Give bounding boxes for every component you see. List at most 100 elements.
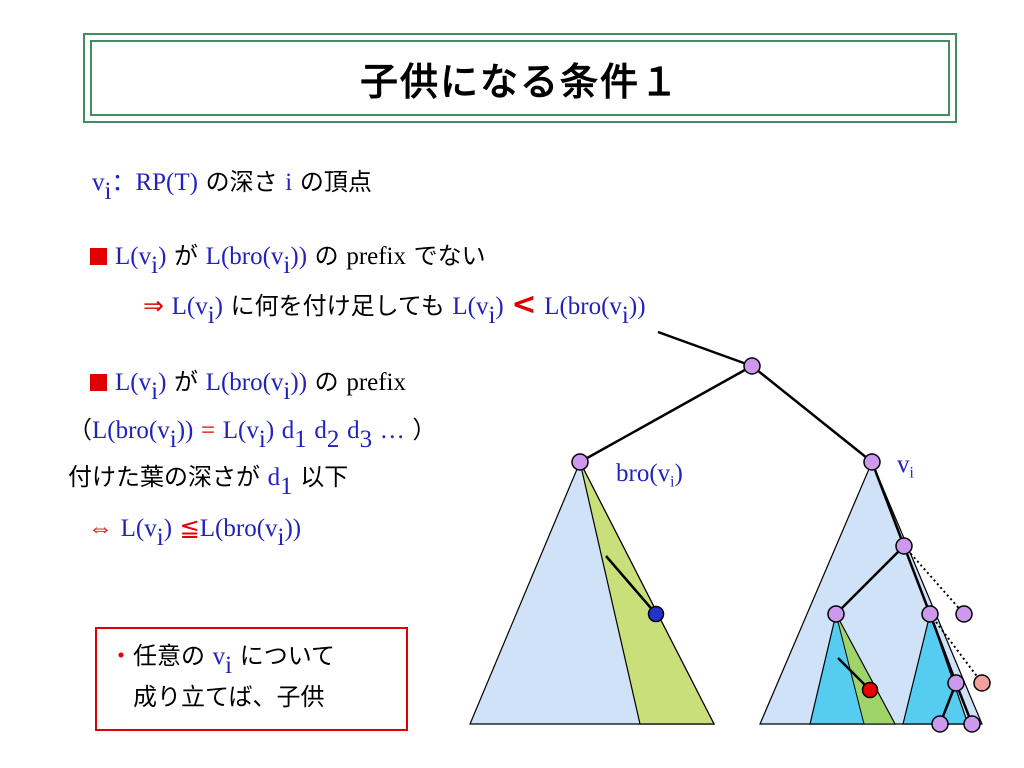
pl-d3-sub: 3 xyxy=(359,425,373,453)
root-edge-in xyxy=(657,330,753,368)
def-v-sub: i xyxy=(104,177,112,205)
def-v: v xyxy=(92,169,105,196)
node-a xyxy=(895,537,913,555)
title-frame: 子供になる条件１ xyxy=(83,33,957,123)
imp-lv-sub: i xyxy=(207,301,215,329)
note-line2-text: 成り立てば、子供 xyxy=(133,683,325,711)
edge-a-b xyxy=(835,545,905,615)
note-box: ・任意の vi について 成り立てば、子供 xyxy=(95,627,408,731)
bullet-square-icon xyxy=(90,248,107,265)
pl-lbro-close: )) xyxy=(176,417,194,444)
bro-green-wedge xyxy=(579,461,715,725)
leaf-tail: 以下 xyxy=(300,463,349,491)
imp-lbro: L(bro(v xyxy=(544,293,622,320)
implies-arrow: ⇒ xyxy=(143,293,164,320)
pl-eq: = xyxy=(201,417,216,444)
def-i: i xyxy=(285,169,293,196)
def-text2: の頂点 xyxy=(299,168,372,196)
pl-lv-sub: i xyxy=(258,425,266,453)
paren-line: （L(bro(vi)) = L(vi) d1 d2 d3 … ） xyxy=(68,414,437,452)
b2-lbro: L(bro(v xyxy=(205,369,284,396)
pl-lbro: L(bro(v xyxy=(92,417,170,444)
imp-lv: L(v xyxy=(171,293,208,320)
def-text1: の深さ xyxy=(205,168,278,196)
b2-lv: L(v xyxy=(115,369,152,396)
vi-label-sub: i xyxy=(909,464,914,482)
implication-line: ⇒ L(vi) に何を付け足しても L(vi) < L(bro(vi)) xyxy=(143,287,646,328)
leaf-line: 付けた葉の深さが d1 以下 xyxy=(68,461,349,499)
b1-denai: でない xyxy=(413,242,486,270)
b1-lbro-sub: i xyxy=(283,251,291,279)
note-bullet: ・ xyxy=(109,642,133,670)
note-line-2: 成り立てば、子供 xyxy=(109,677,406,717)
iff-line: ⇔ L(vi) ≦L(bro(vi)) xyxy=(88,512,301,550)
b1-no: の xyxy=(314,242,339,270)
edge-root-bro xyxy=(579,364,753,464)
imp-lv2-sub: i xyxy=(488,301,496,329)
paren-open: （ xyxy=(68,416,92,444)
slide-title: 子供になる条件１ xyxy=(90,40,950,116)
bro-label-sub: i xyxy=(670,473,675,491)
b2-lbro-close: )) xyxy=(290,369,308,396)
root-node xyxy=(743,357,761,375)
b1-lv-close: ) xyxy=(158,243,167,270)
note-text1: 任意の xyxy=(133,642,205,670)
node-f xyxy=(963,715,981,733)
b1-lbro-close: )) xyxy=(290,243,308,270)
bullet2-line: L(vi) が L(bro(vi)) の prefix xyxy=(90,366,407,404)
less-than-sign: < xyxy=(511,287,537,322)
b2-lbro-sub: i xyxy=(283,377,291,405)
iff-lv: L(v xyxy=(120,515,157,542)
node-d xyxy=(947,674,965,692)
imp-lv-close: ) xyxy=(214,293,223,320)
leaf-d-sub: 1 xyxy=(280,472,293,500)
iff-arrow: ⇔ xyxy=(88,515,113,542)
imp-lv2-close: ) xyxy=(495,293,504,320)
paren-end: ） xyxy=(412,416,437,444)
def-colon: ： xyxy=(111,168,136,196)
note-v-sub: i xyxy=(225,651,233,679)
edge-vi-a xyxy=(870,461,906,547)
b2-prefix: prefix xyxy=(346,369,407,396)
bro-label-close: ) xyxy=(674,460,683,487)
pl-d2: d xyxy=(314,417,327,444)
edge-a-c xyxy=(902,545,932,615)
b2-lv-close: ) xyxy=(158,369,167,396)
imp-lv2: L(v xyxy=(452,293,489,320)
note-v: v xyxy=(212,643,226,670)
definition-line: vi：RP(T) の深さ i の頂点 xyxy=(92,166,372,204)
red-leaf-node xyxy=(861,681,879,699)
imp-lbro-sub: i xyxy=(621,301,629,329)
pl-d3: d xyxy=(347,417,360,444)
dotted-node-2 xyxy=(973,674,991,692)
vi-label-text: v xyxy=(897,451,910,478)
vi-label: vi xyxy=(897,451,914,482)
edge-to-blue-leaf xyxy=(605,555,657,615)
b2-lv-sub: i xyxy=(151,377,159,405)
note-line-1: ・任意の vi について xyxy=(109,636,406,679)
bro-label: bro(vi) xyxy=(616,460,683,491)
b1-lv-sub: i xyxy=(151,251,159,279)
b1-ga: が xyxy=(174,242,199,270)
bullet-square-icon xyxy=(90,374,107,391)
bullet1-line: L(vi) が L(bro(vi)) の prefix でない xyxy=(90,240,486,278)
note-text2: について xyxy=(239,642,336,670)
bro-node xyxy=(571,453,589,471)
iff-lbro-sub: i xyxy=(277,523,285,551)
def-rpt: RP(T) xyxy=(135,169,198,196)
leaf-text: 付けた葉の深さが xyxy=(68,463,260,491)
pl-d1-sub: 1 xyxy=(294,425,307,453)
iff-lbro: L(bro(v xyxy=(199,515,278,542)
b2-ga: が xyxy=(174,368,199,396)
vi-node xyxy=(863,453,881,471)
pl-lv-close: ) xyxy=(265,417,275,444)
pl-ellipsis: … xyxy=(379,417,405,444)
pl-d1: d xyxy=(281,417,295,444)
imp-text: に何を付け足しても xyxy=(230,292,445,320)
node-b xyxy=(827,605,845,623)
iff-lv-close: ) xyxy=(163,515,173,542)
b1-prefix: prefix xyxy=(346,243,407,270)
edge-c-d xyxy=(928,613,958,684)
b2-no: の xyxy=(314,368,339,396)
